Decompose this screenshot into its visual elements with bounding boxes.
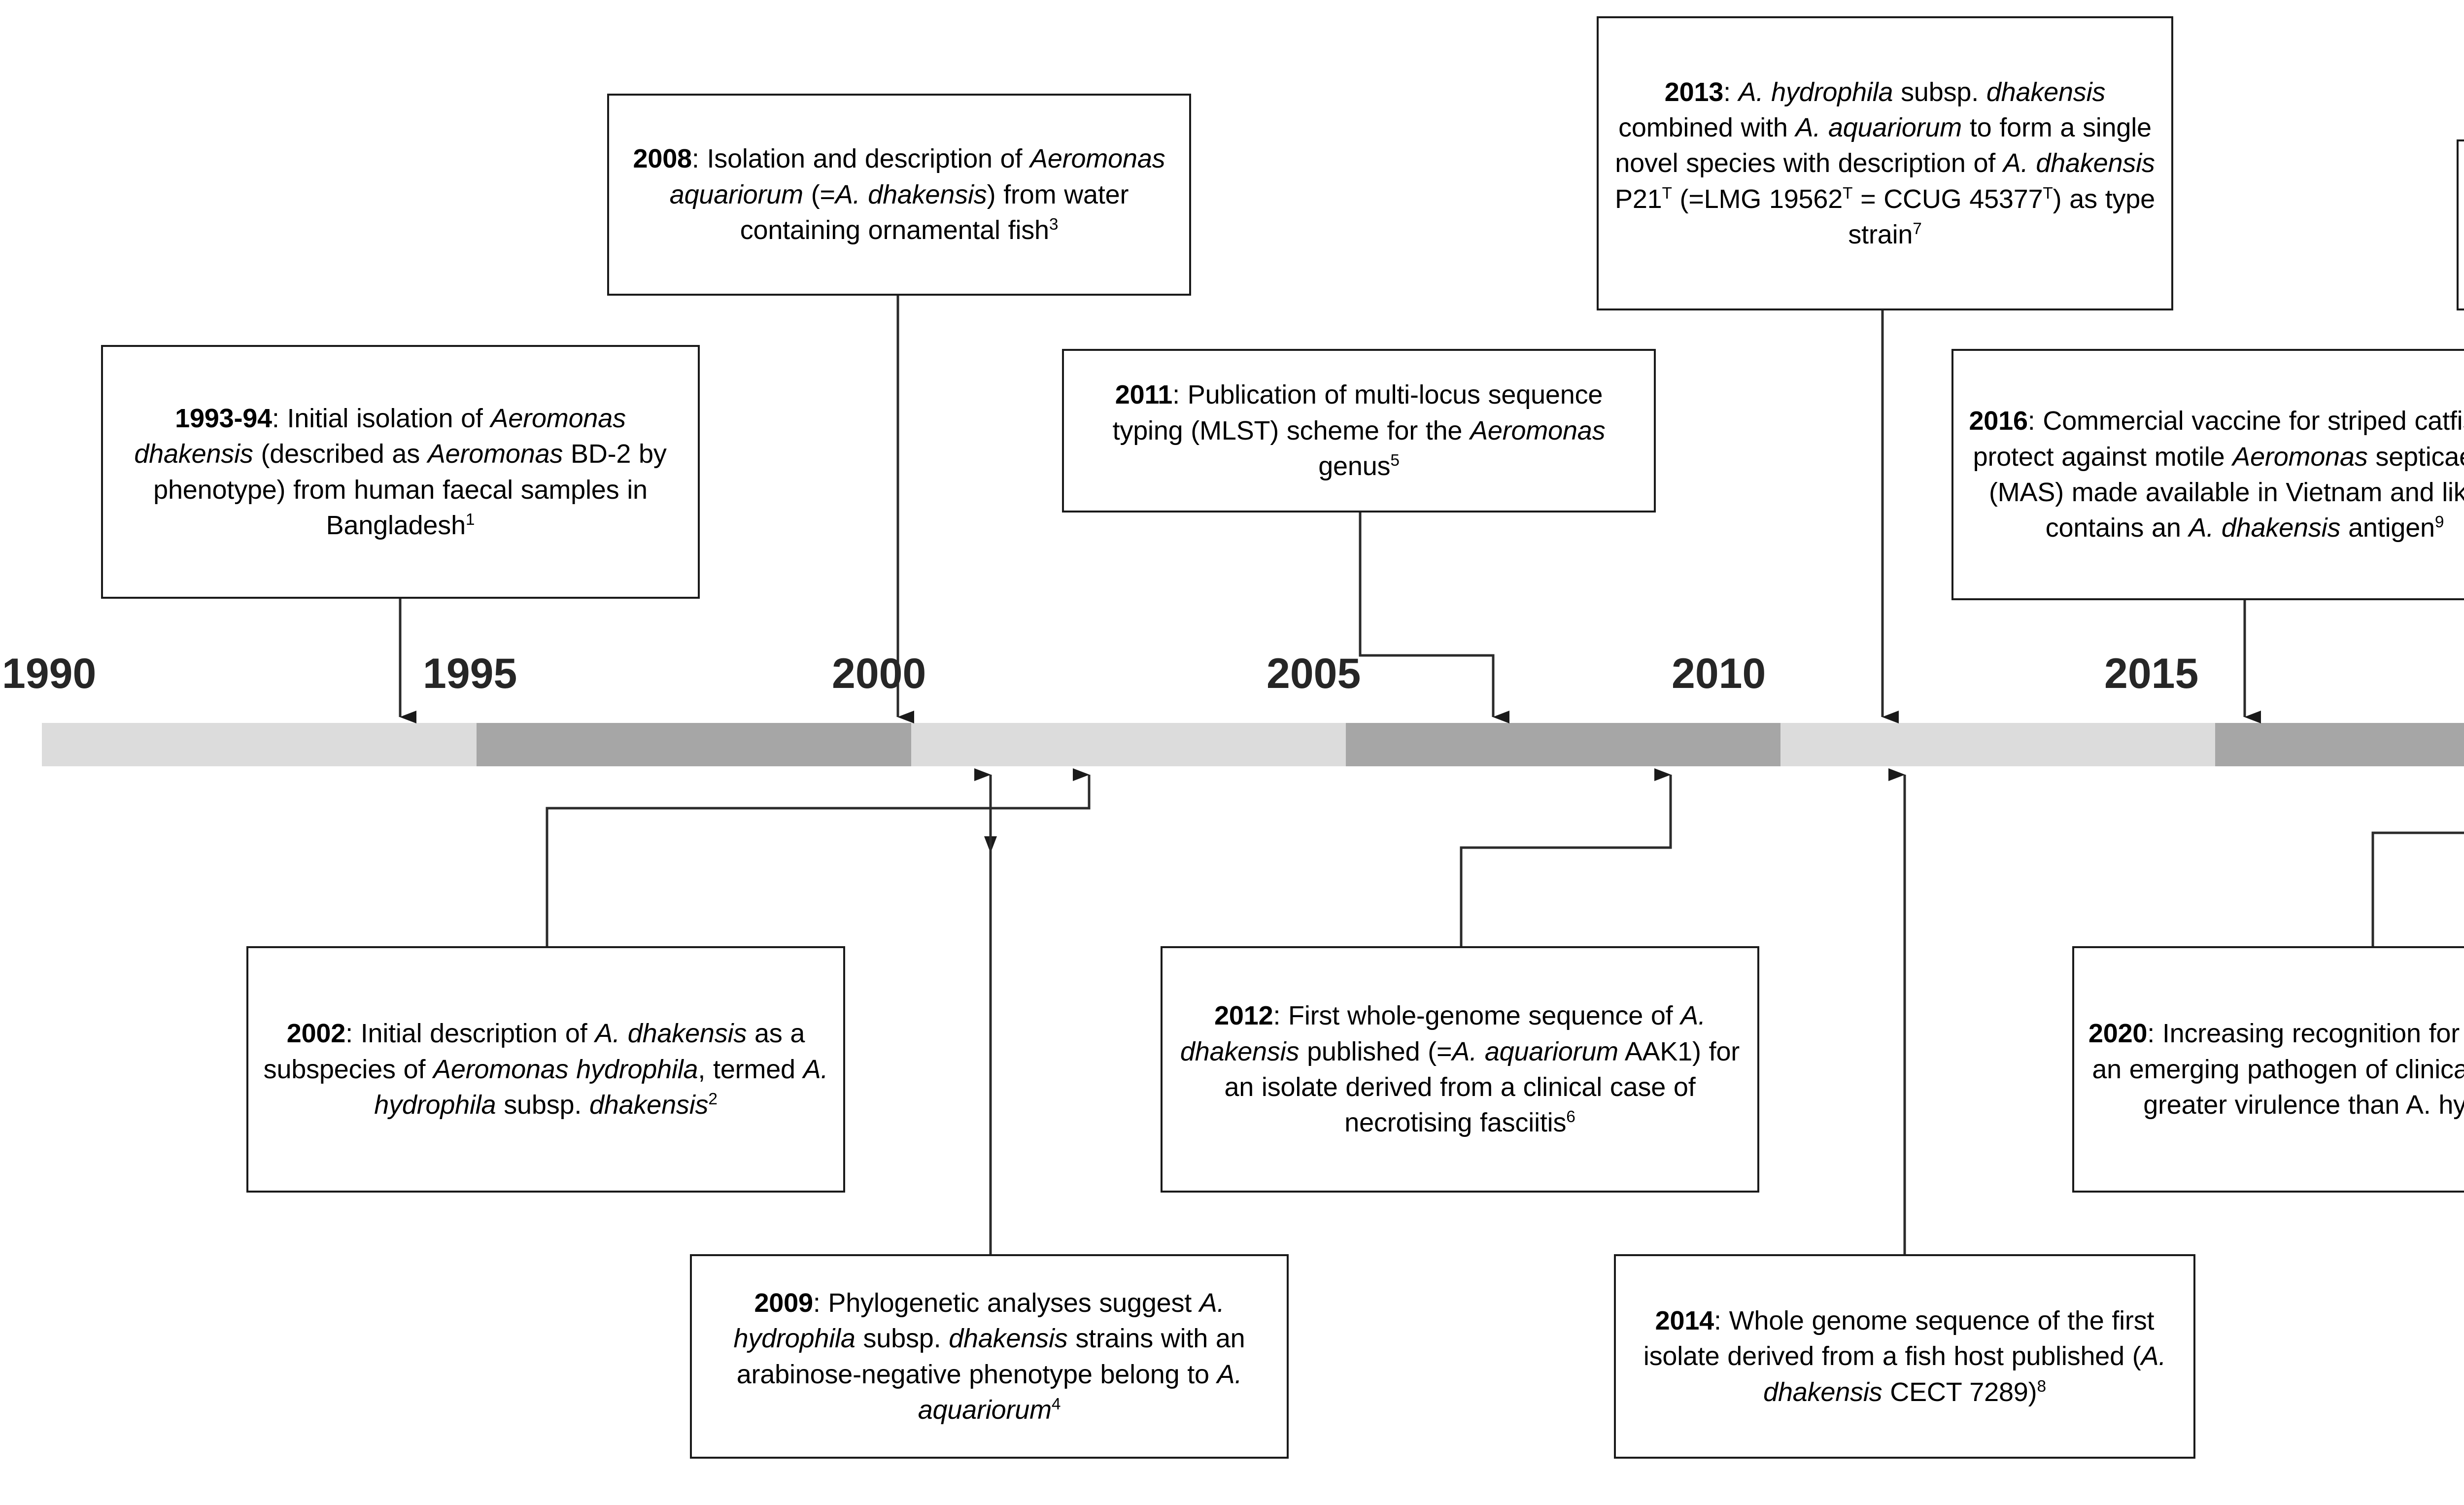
event-text-2013: 2013: A. hydrophila subsp. dhakensis com… — [1615, 77, 2155, 250]
connector-2020 — [2371, 831, 2464, 946]
event-box-2002[interactable]: 2002: Initial description of A. dhakensi… — [246, 946, 845, 1193]
event-box-2014[interactable]: 2014: Whole genome sequence of the first… — [1614, 1254, 2195, 1459]
axis-tick-1995: 1995 — [423, 650, 517, 697]
connector-2011 — [1359, 513, 1509, 723]
connector-2002 — [546, 768, 1091, 946]
axis-band-2010-2015 — [1780, 723, 2215, 766]
axis-band-2015-2020 — [2215, 723, 2464, 766]
axis-band-2000-2005 — [911, 723, 1346, 766]
event-box-2011[interactable]: 2011: Publication of multi-locus sequenc… — [1062, 349, 1656, 513]
axis-band-2005-2010 — [1346, 723, 1780, 766]
event-text-2012: 2012: First whole-genome sequence of A. … — [1180, 1001, 1740, 1138]
event-box-1993[interactable]: 1993-94: Initial isolation of Aeromonas … — [101, 345, 700, 599]
event-box-2009[interactable]: 2009: Phylogenetic analyses suggest A. h… — [690, 1254, 1289, 1459]
event-text-2008: 2008: Isolation and description of Aerom… — [633, 144, 1165, 245]
axis-band-1995-2000 — [477, 723, 911, 766]
event-box-2012[interactable]: 2012: First whole-genome sequence of A. … — [1161, 946, 1759, 1193]
event-text-1993: 1993-94: Initial isolation of Aeromonas … — [134, 403, 667, 540]
timeline-axis-bar — [42, 723, 2464, 766]
axis-tick-2000: 2000 — [832, 650, 926, 697]
event-text-2009: 2009: Phylogenetic analyses suggest A. h… — [733, 1288, 1245, 1425]
event-text-2011: 2011: Publication of multi-locus sequenc… — [1112, 380, 1606, 481]
axis-tick-2010: 2010 — [1672, 650, 1766, 697]
event-box-2020[interactable]: 2020: Increasing recognition for A. dhak… — [2072, 946, 2464, 1193]
axis-band-1990-1995 — [42, 723, 477, 766]
event-text-2002: 2002: Initial description of A. dhakensi… — [263, 1019, 828, 1120]
event-box-2008[interactable]: 2008: Isolation and description of Aerom… — [607, 94, 1191, 296]
event-box-2013[interactable]: 2013: A. hydrophila subsp. dhakensis com… — [1597, 16, 2173, 310]
event-text-2020: 2020: Increasing recognition for A. dhak… — [2088, 1019, 2464, 1120]
event-text-2016: 2016: Commercial vaccine for striped cat… — [1969, 406, 2464, 543]
event-text-2014: 2014: Whole genome sequence of the first… — [1643, 1305, 2166, 1407]
axis-tick-2005: 2005 — [1266, 650, 1361, 697]
connector-2012 — [1460, 768, 1672, 946]
axis-tick-1990: 1990 — [2, 650, 97, 697]
axis-tick-2015: 2015 — [2104, 650, 2199, 697]
event-box-2016[interactable]: 2016: Commercial vaccine for striped cat… — [1951, 349, 2464, 600]
